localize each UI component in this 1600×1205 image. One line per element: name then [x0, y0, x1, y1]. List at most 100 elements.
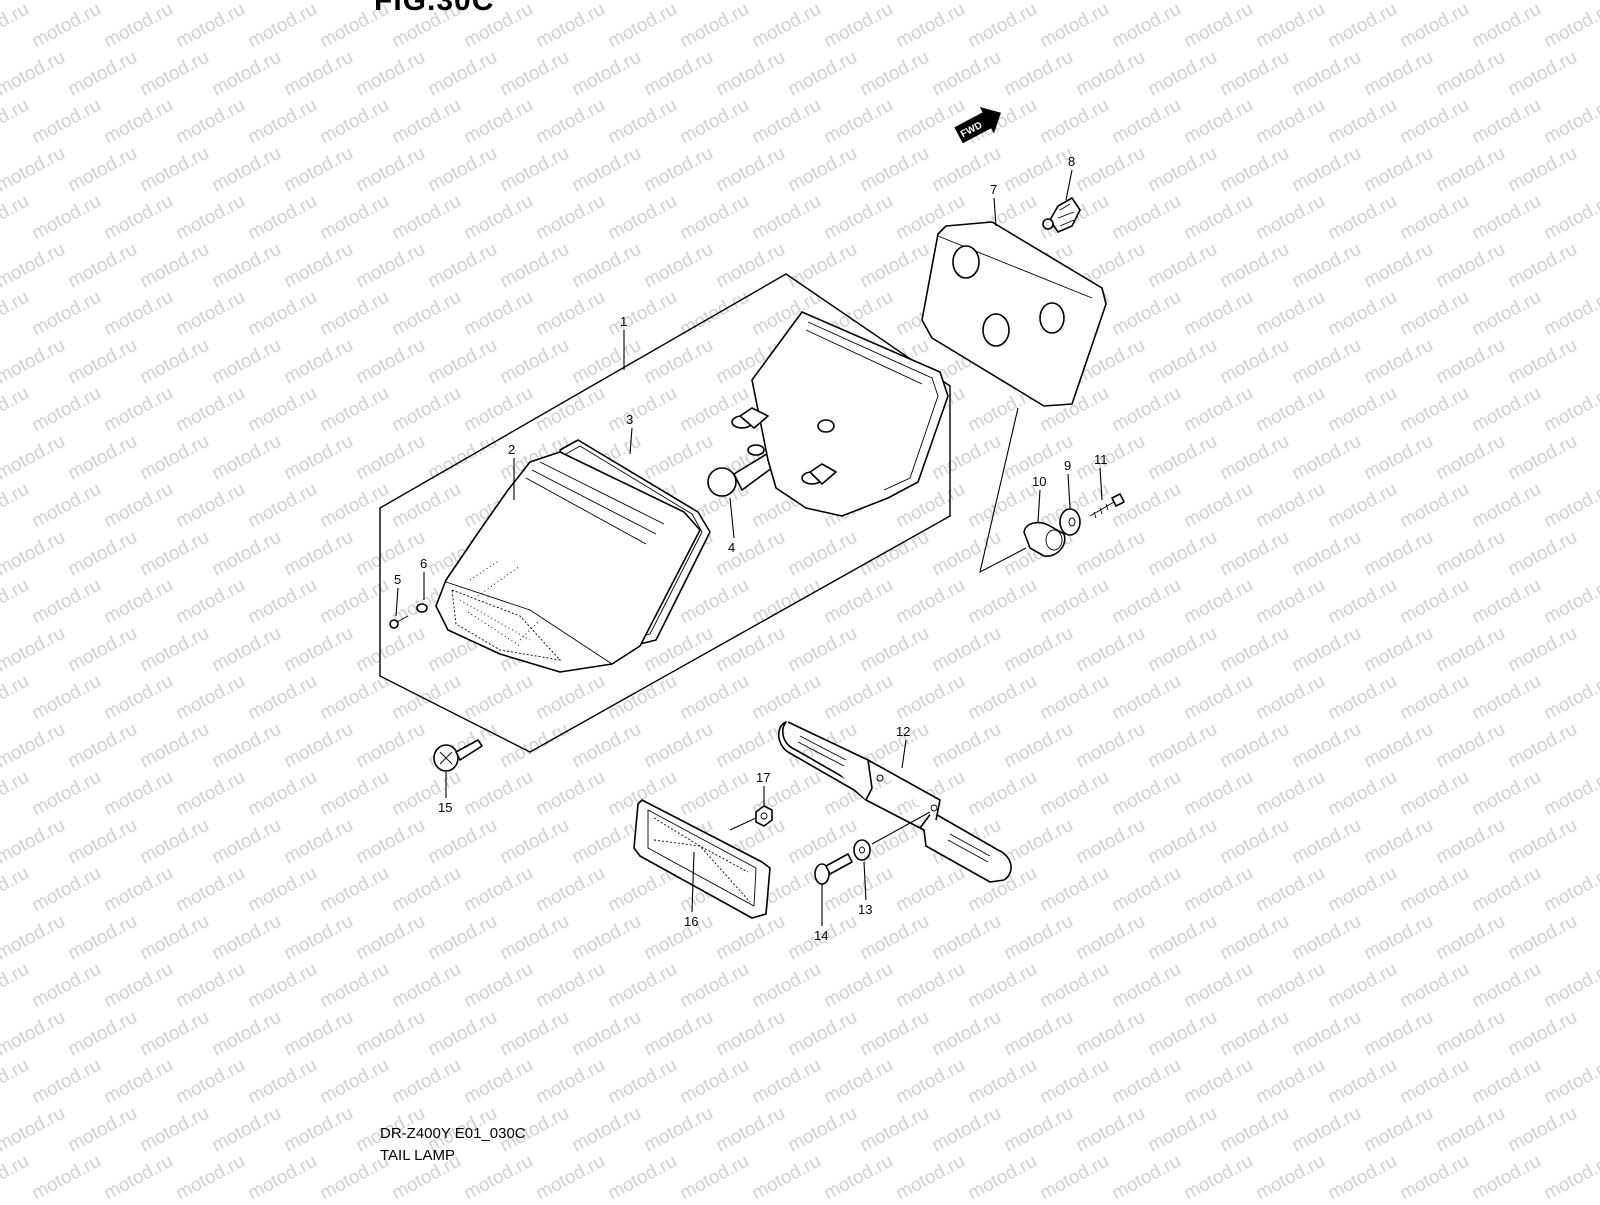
watermark-text: motod.ru — [460, 383, 536, 437]
watermark-text: motod.ru — [1036, 1055, 1112, 1109]
watermark-text: motod.ru — [388, 383, 464, 437]
figure-title: FIG.30C — [374, 0, 495, 17]
watermark-text: motod.ru — [1396, 383, 1472, 437]
watermark-text: motod.ru — [316, 287, 392, 341]
watermark-text: motod.ru — [28, 383, 104, 437]
watermark-text: motod.ru — [1252, 95, 1328, 149]
watermark-text: motod.ru — [0, 191, 33, 245]
watermark-text: motod.ru — [1288, 719, 1364, 773]
watermark-text: motod.ru — [136, 0, 212, 4]
watermark-text: motod.ru — [532, 863, 608, 917]
watermark-text: motod.ru — [1396, 767, 1472, 821]
watermark-text: motod.ru — [1288, 335, 1364, 389]
watermark-text: motod.ru — [640, 1007, 716, 1061]
watermark-text: motod.ru — [1144, 239, 1220, 293]
watermark-text: motod.ru — [244, 383, 320, 437]
watermark-text: motod.ru — [856, 623, 932, 677]
watermark-text: motod.ru — [748, 575, 824, 629]
watermark-text: motod.ru — [424, 911, 500, 965]
watermark-text: motod.ru — [352, 239, 428, 293]
watermark-text: motod.ru — [496, 911, 572, 965]
watermark-text: motod.ru — [496, 815, 572, 869]
watermark-text: motod.ru — [532, 767, 608, 821]
watermark-text: motod.ru — [28, 287, 104, 341]
watermark-text: motod.ru — [820, 95, 896, 149]
watermark-text: motod.ru — [1540, 191, 1600, 245]
watermark-text: motod.ru — [1252, 959, 1328, 1013]
watermark-text: motod.ru — [208, 719, 284, 773]
watermark-text: motod.ru — [100, 671, 176, 725]
screw-11-part — [1089, 493, 1125, 519]
watermark-text: motod.ru — [856, 815, 932, 869]
watermark-text: motod.ru — [0, 47, 69, 101]
watermark-text: motod.ru — [388, 767, 464, 821]
watermark-text: motod.ru — [1468, 767, 1544, 821]
watermark-text: motod.ru — [136, 911, 212, 965]
watermark-text: motod.ru — [1360, 527, 1436, 581]
watermark-text: motod.ru — [1540, 863, 1600, 917]
watermark-text: motod.ru — [136, 623, 212, 677]
callout-17: 17 — [756, 770, 770, 785]
watermark-text: motod.ru — [1180, 0, 1256, 52]
watermark-text: motod.ru — [172, 863, 248, 917]
watermark-text: motod.ru — [172, 959, 248, 1013]
watermark-text: motod.ru — [712, 143, 788, 197]
lens-part — [435, 451, 701, 673]
watermark-text: motod.ru — [748, 95, 824, 149]
watermark-text: motod.ru — [820, 671, 896, 725]
watermark-text: motod.ru — [280, 623, 356, 677]
watermark-text: motod.ru — [820, 0, 896, 52]
watermark-text: motod.ru — [208, 527, 284, 581]
watermark-text: motod.ru — [1144, 623, 1220, 677]
watermark-text: motod.ru — [496, 47, 572, 101]
watermark-text: motod.ru — [0, 1055, 33, 1109]
watermark-text: motod.ru — [568, 911, 644, 965]
reflector-pattern — [451, 559, 562, 661]
watermark-text: motod.ru — [856, 143, 932, 197]
model-code: DR-Z400Y E01_030C — [380, 1125, 526, 1142]
watermark-text: motod.ru — [172, 383, 248, 437]
watermark-text: motod.ru — [1252, 863, 1328, 917]
watermark-text: motod.ru — [748, 0, 824, 52]
watermark-text: motod.ru — [1144, 527, 1220, 581]
watermark-text: motod.ru — [280, 335, 356, 389]
watermark-text: motod.ru — [928, 431, 1004, 485]
watermark-text: motod.ru — [748, 959, 824, 1013]
watermark-text: motod.ru — [532, 191, 608, 245]
watermark-text: motod.ru — [136, 431, 212, 485]
watermark-text: motod.ru — [460, 191, 536, 245]
watermark-text: motod.ru — [244, 959, 320, 1013]
watermark-text: motod.ru — [748, 191, 824, 245]
watermark-text: motod.ru — [172, 575, 248, 629]
watermark-text: motod.ru — [496, 143, 572, 197]
watermark-text: motod.ru — [1540, 959, 1600, 1013]
watermark-text: motod.ru — [208, 143, 284, 197]
watermark-text: motod.ru — [1180, 95, 1256, 149]
watermark-text: motod.ru — [0, 0, 33, 52]
watermark-text: motod.ru — [1108, 383, 1184, 437]
watermark-text: motod.ru — [64, 623, 140, 677]
washer-13-part — [853, 839, 871, 861]
watermark-text: motod.ru — [1180, 383, 1256, 437]
watermark-text: motod.ru — [0, 623, 69, 677]
watermark-text: motod.ru — [136, 335, 212, 389]
watermark-text: motod.ru — [676, 0, 752, 52]
watermark-text: motod.ru — [244, 0, 320, 52]
watermark-text: motod.ru — [1360, 1103, 1436, 1157]
watermark-text: motod.ru — [496, 335, 572, 389]
watermark-text: motod.ru — [712, 1103, 788, 1157]
watermark-text: motod.ru — [1324, 479, 1400, 533]
watermark-text: motod.ru — [532, 1151, 608, 1200]
watermark-text: motod.ru — [388, 287, 464, 341]
watermark-text: motod.ru — [460, 1151, 536, 1200]
watermark-text: motod.ru — [1144, 719, 1220, 773]
watermark-text: motod.ru — [820, 1151, 896, 1200]
watermark-text: motod.ru — [1072, 1103, 1148, 1157]
watermark-text: motod.ru — [64, 1007, 140, 1061]
watermark-text: motod.ru — [496, 1007, 572, 1061]
watermark-text: motod.ru — [100, 1055, 176, 1109]
watermark-text: motod.ru — [316, 1055, 392, 1109]
watermark-text: motod.ru — [712, 719, 788, 773]
watermark-text: motod.ru — [316, 767, 392, 821]
